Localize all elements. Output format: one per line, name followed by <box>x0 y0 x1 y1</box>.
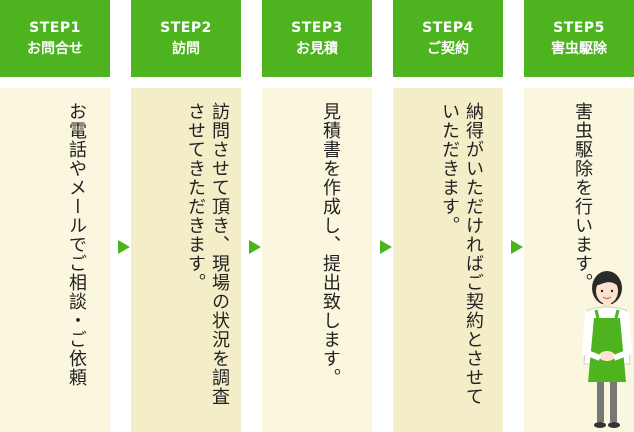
step-2-number: STEP2 <box>160 19 212 36</box>
staff-woman-illustration <box>581 271 633 428</box>
step-1-description: お電話やメールでご相談・ご依頼 <box>66 102 87 387</box>
step-2: STEP2 訪問 訪問させて頂き、現場の状況を調査させてきただきます。 <box>131 0 241 432</box>
step-3-description: 見積書を作成し、提出致します。 <box>320 102 341 387</box>
step-3-title: お見積 <box>296 40 338 57</box>
arrow-right-icon <box>118 240 130 254</box>
step-4-header: STEP4 ご契約 <box>393 0 503 77</box>
step-3: STEP3 お見積 見積書を作成し、提出致します。 <box>262 0 372 432</box>
step-4-title: ご契約 <box>427 40 469 57</box>
arrow-right-icon <box>380 240 392 254</box>
step-2-title: 訪問 <box>172 40 200 57</box>
step-5-title: 害虫駆除 <box>551 40 607 57</box>
step-1-title: お問合せ <box>27 40 83 57</box>
step-1-number: STEP1 <box>29 19 81 36</box>
step-1: STEP1 お問合せ お電話やメールでご相談・ご依頼 <box>0 0 110 432</box>
step-4-card: 納得がいただければご契約とさせていただきます。 <box>393 88 503 432</box>
step-2-card: 訪問させて頂き、現場の状況を調査させてきただきます。 <box>131 88 241 432</box>
step-1-card: お電話やメールでご相談・ご依頼 <box>0 88 110 432</box>
step-1-header: STEP1 お問合せ <box>0 0 110 77</box>
arrow-right-icon <box>249 240 261 254</box>
step-3-header: STEP3 お見積 <box>262 0 372 77</box>
step-5-header: STEP5 害虫駆除 <box>524 0 634 77</box>
step-5-description: 害虫駆除を行います。 <box>572 102 593 292</box>
arrow-right-icon <box>511 240 523 254</box>
step-4: STEP4 ご契約 納得がいただければご契約とさせていただきます。 <box>393 0 503 432</box>
step-3-card: 見積書を作成し、提出致します。 <box>262 88 372 432</box>
step-4-description: 納得がいただければご契約とさせていただきます。 <box>439 102 484 406</box>
step-3-number: STEP3 <box>291 19 343 36</box>
step-2-description: 訪問させて頂き、現場の状況を調査させてきただきます。 <box>185 102 230 406</box>
step-4-number: STEP4 <box>422 19 474 36</box>
step-5-number: STEP5 <box>553 19 605 36</box>
step-2-header: STEP2 訪問 <box>131 0 241 77</box>
